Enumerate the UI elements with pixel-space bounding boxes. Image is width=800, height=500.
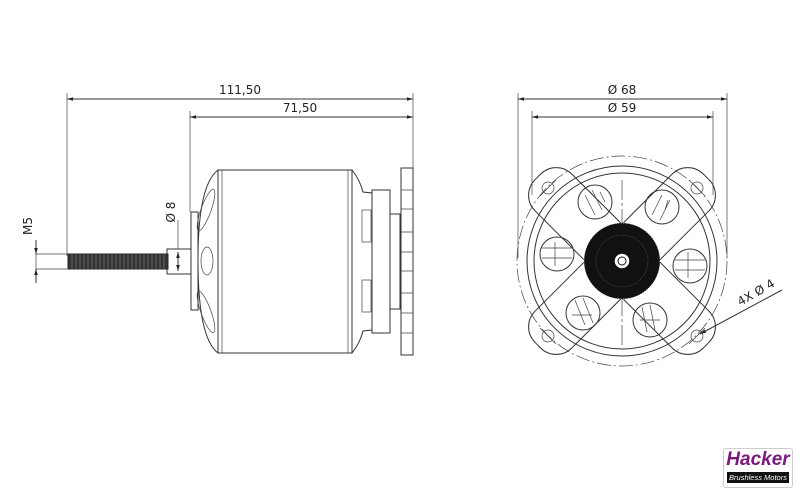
mount-diameter-label: Ø 59 bbox=[608, 101, 637, 115]
logo-tagline: Brushless Motors bbox=[727, 472, 789, 483]
logo-brand: Hacker bbox=[726, 449, 790, 470]
rear-flange bbox=[371, 189, 391, 334]
motor-body bbox=[533, 172, 711, 350]
side-view: 111,50 71,50 Ø 8 M5 bbox=[21, 83, 414, 356]
shaft-diameter-label: Ø 8 bbox=[164, 202, 178, 223]
body-length-label: 71,50 bbox=[283, 101, 317, 115]
bell-front bbox=[197, 169, 219, 354]
bolt-circle bbox=[516, 155, 728, 367]
shaft-sleeve bbox=[166, 248, 192, 275]
cooling-windows bbox=[539, 184, 708, 338]
shaft-hub bbox=[613, 252, 631, 270]
front-view: Ø 68 Ø 59 4X Ø 4 bbox=[516, 83, 783, 367]
hacker-logo: Hacker Brushless Motors bbox=[723, 448, 793, 488]
hole-leader bbox=[699, 289, 783, 335]
thread-label: M5 bbox=[21, 217, 35, 235]
motor-can bbox=[217, 169, 353, 354]
overall-length-label: 111,50 bbox=[219, 83, 261, 97]
outer-diameter-label: Ø 68 bbox=[608, 83, 637, 97]
threaded-shaft bbox=[67, 253, 169, 270]
mounting-plate bbox=[400, 167, 414, 356]
